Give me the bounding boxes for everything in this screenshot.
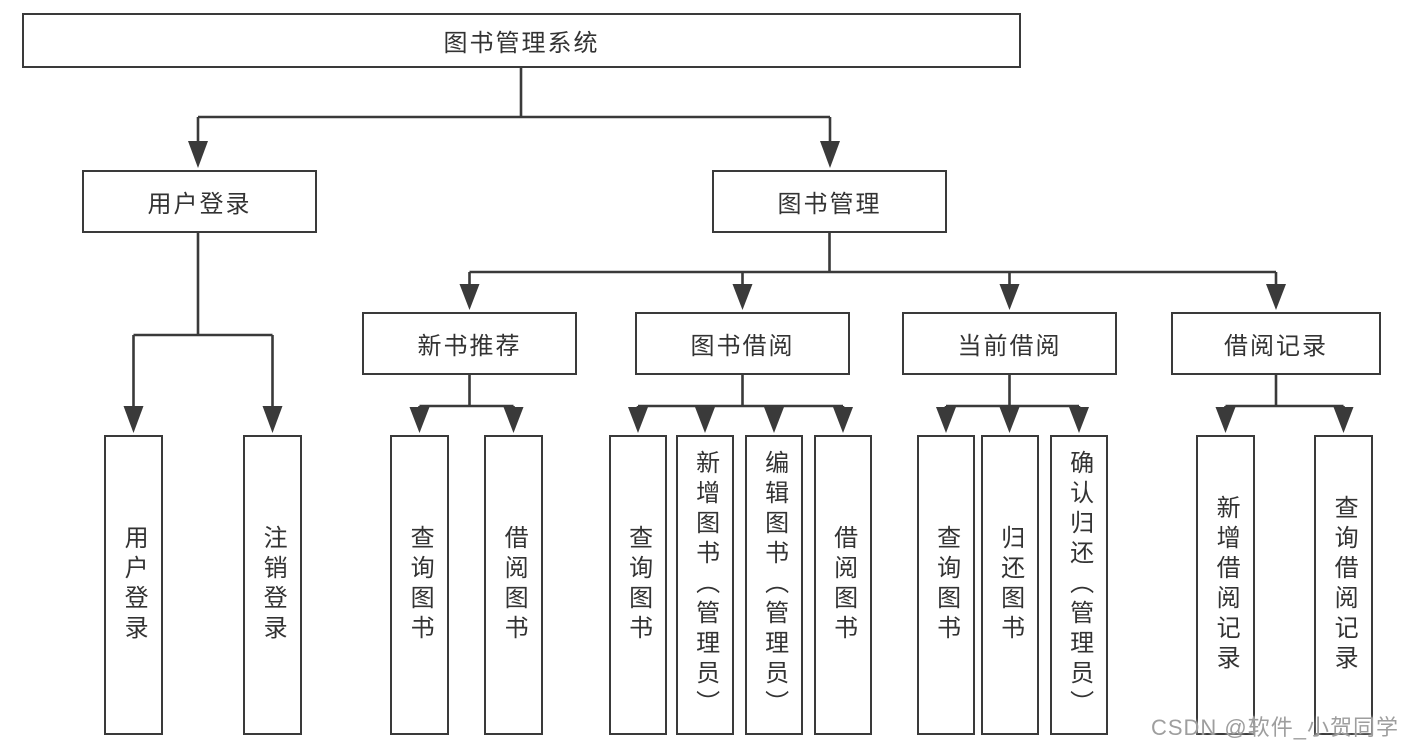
leaf-borrow-books-under-borrowing: 借阅图书: [814, 435, 872, 735]
node-system-root: 图书管理系统: [22, 13, 1021, 68]
leaf-label: 用户登录: [120, 525, 148, 645]
leaf-borrow-books-under-recommend: 借阅图书: [484, 435, 543, 735]
leaf-label: 查询图书: [624, 525, 652, 645]
arrow-down-icon: [409, 407, 430, 433]
leaf-label: 查询图书: [406, 525, 434, 645]
leaf-return-books: 归还图书: [981, 435, 1039, 735]
arrow-down-icon: [503, 407, 524, 433]
branch-new-book-recommend-to-leaves: [409, 375, 524, 433]
arrow-down-icon: [1333, 407, 1354, 433]
arrow-down-icon: [999, 284, 1020, 310]
leaf-label: 借阅图书: [829, 525, 857, 645]
arrow-down-icon: [1069, 407, 1089, 433]
arrow-down-icon: [764, 407, 784, 433]
branch-book-borrowing-to-leaves: [628, 375, 853, 433]
leaf-user-login: 用户登录: [104, 435, 163, 735]
node-label: 新书推荐: [417, 333, 522, 360]
arrow-down-icon: [188, 141, 208, 168]
node-borrowing-records: 借阅记录: [1171, 312, 1381, 375]
arrow-down-icon: [262, 406, 283, 433]
node-label: 借阅记录: [1224, 333, 1328, 360]
leaf-label: 注销登录: [259, 525, 287, 645]
branch-user-login-to-leaves: [123, 233, 283, 433]
leaf-confirm-return-admin: 确认归还（管理员）: [1050, 435, 1108, 735]
arrow-down-icon: [999, 407, 1020, 433]
leaf-query-books-under-recommend: 查询图书: [390, 435, 449, 735]
arrow-down-icon: [628, 407, 648, 433]
node-user-login: 用户登录: [82, 170, 317, 233]
node-label: 图书借阅: [690, 333, 795, 360]
leaf-edit-books-admin: 编辑图书（管理员）: [745, 435, 803, 735]
leaf-label: 查询图书: [932, 525, 960, 645]
leaf-label: 借阅图书: [500, 525, 528, 645]
branch-book-management-to-level3: [459, 233, 1286, 310]
leaf-add-borrow-record: 新增借阅记录: [1196, 435, 1255, 735]
watermark: CSDN @软件_小贺同学: [1150, 715, 1399, 740]
node-new-book-recommend: 新书推荐: [362, 312, 577, 375]
arrow-down-icon: [820, 141, 840, 168]
arrow-down-icon: [732, 284, 753, 310]
node-book-management: 图书管理: [712, 170, 947, 233]
leaf-label: 新增图书（管理员）: [691, 450, 719, 720]
leaf-query-books-under-current: 查询图书: [917, 435, 975, 735]
leaf-label: 编辑图书（管理员）: [760, 450, 788, 720]
leaf-query-borrow-record: 查询借阅记录: [1314, 435, 1373, 735]
arrow-down-icon: [695, 407, 715, 433]
arrow-down-icon: [1266, 284, 1286, 310]
leaf-add-books-admin: 新增图书（管理员）: [676, 435, 734, 735]
branch-root-to-level2: [188, 68, 840, 168]
arrow-down-icon: [459, 284, 480, 310]
leaf-label: 新增借阅记录: [1212, 495, 1240, 675]
node-label: 图书管理系统: [443, 30, 600, 57]
node-current-borrowing: 当前借阅: [902, 312, 1117, 375]
node-book-borrowing: 图书借阅: [635, 312, 850, 375]
arrow-down-icon: [936, 407, 956, 433]
node-label: 用户登录: [147, 191, 252, 218]
leaf-logout-login: 注销登录: [243, 435, 302, 735]
leaf-label: 归还图书: [996, 525, 1024, 645]
arrow-down-icon: [833, 407, 853, 433]
leaf-query-books-under-borrowing: 查询图书: [609, 435, 667, 735]
branch-borrowing-records-to-leaves: [1215, 375, 1354, 433]
leaf-label: 查询借阅记录: [1330, 495, 1358, 675]
branch-current-borrowing-to-leaves: [936, 375, 1089, 433]
arrow-down-icon: [1215, 407, 1236, 433]
node-label: 当前借阅: [957, 333, 1062, 360]
leaf-label: 确认归还（管理员）: [1065, 450, 1093, 720]
node-label: 图书管理: [777, 191, 882, 218]
arrow-down-icon: [123, 406, 144, 433]
